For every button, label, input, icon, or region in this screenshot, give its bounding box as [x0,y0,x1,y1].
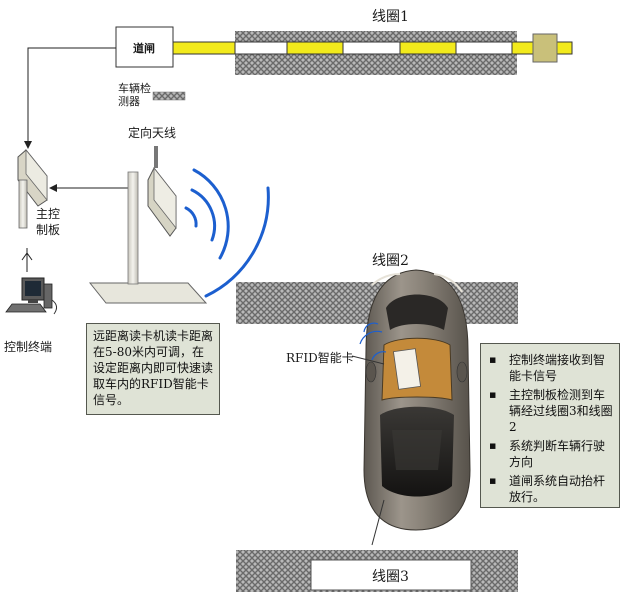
step-item: 控制终端接收到智能卡信号 [481,352,613,384]
gate-label: 道闸 [133,42,155,55]
terminal-computer-icon [5,277,58,315]
loop2-label: 线圈2 [372,253,409,269]
antenna-device [88,146,208,304]
barrier-rest-post [532,33,558,63]
main-board-device [17,148,48,229]
antenna-label: 定向天线 [128,126,177,140]
car-top-view [363,269,471,531]
detector-block [152,91,186,101]
steps-box: 控制终端接收到智能卡信号 主控制板检测到车辆经过线圈3和线圈2 系统判断车辆行驶… [480,343,620,508]
step-item: 道闸系统自动抬杆放行。 [481,473,613,505]
reader-note-text: 远距离读卡机读卡距离在5-80米内可调，在设定距离内即可快速读取车内的RFID智… [93,329,214,407]
gate-box [115,26,174,68]
connection-lines [21,47,128,272]
loop3-label-box [310,559,472,591]
step-item: 系统判断车辆行驶方向 [481,438,613,470]
barrier-arm [170,33,573,63]
detector-label: 车辆检测器 [118,82,151,108]
reader-note-box: 远距离读卡机读卡距离在5-80米内可调，在设定距离内即可快速读取车内的RFID智… [86,323,220,415]
steps-list: 控制终端接收到智能卡信号 主控制板检测到车辆经过线圈3和线圈2 系统判断车辆行驶… [481,352,613,505]
terminal-label: 控制终端 [4,340,53,354]
rfid-card-waves [359,322,387,361]
loop1-label: 线圈1 [372,9,409,25]
loop3-label: 线圈3 [372,569,409,585]
main-board-label: 主控制板 [36,207,61,237]
antenna-signal-waves [184,168,270,298]
step-item: 主控制板检测到车辆经过线圈3和线圈2 [481,387,613,435]
rfid-card-label: RFID智能卡 [286,351,354,365]
rfid-pointer-line [351,355,385,365]
loop3-pointer-line [371,499,385,546]
